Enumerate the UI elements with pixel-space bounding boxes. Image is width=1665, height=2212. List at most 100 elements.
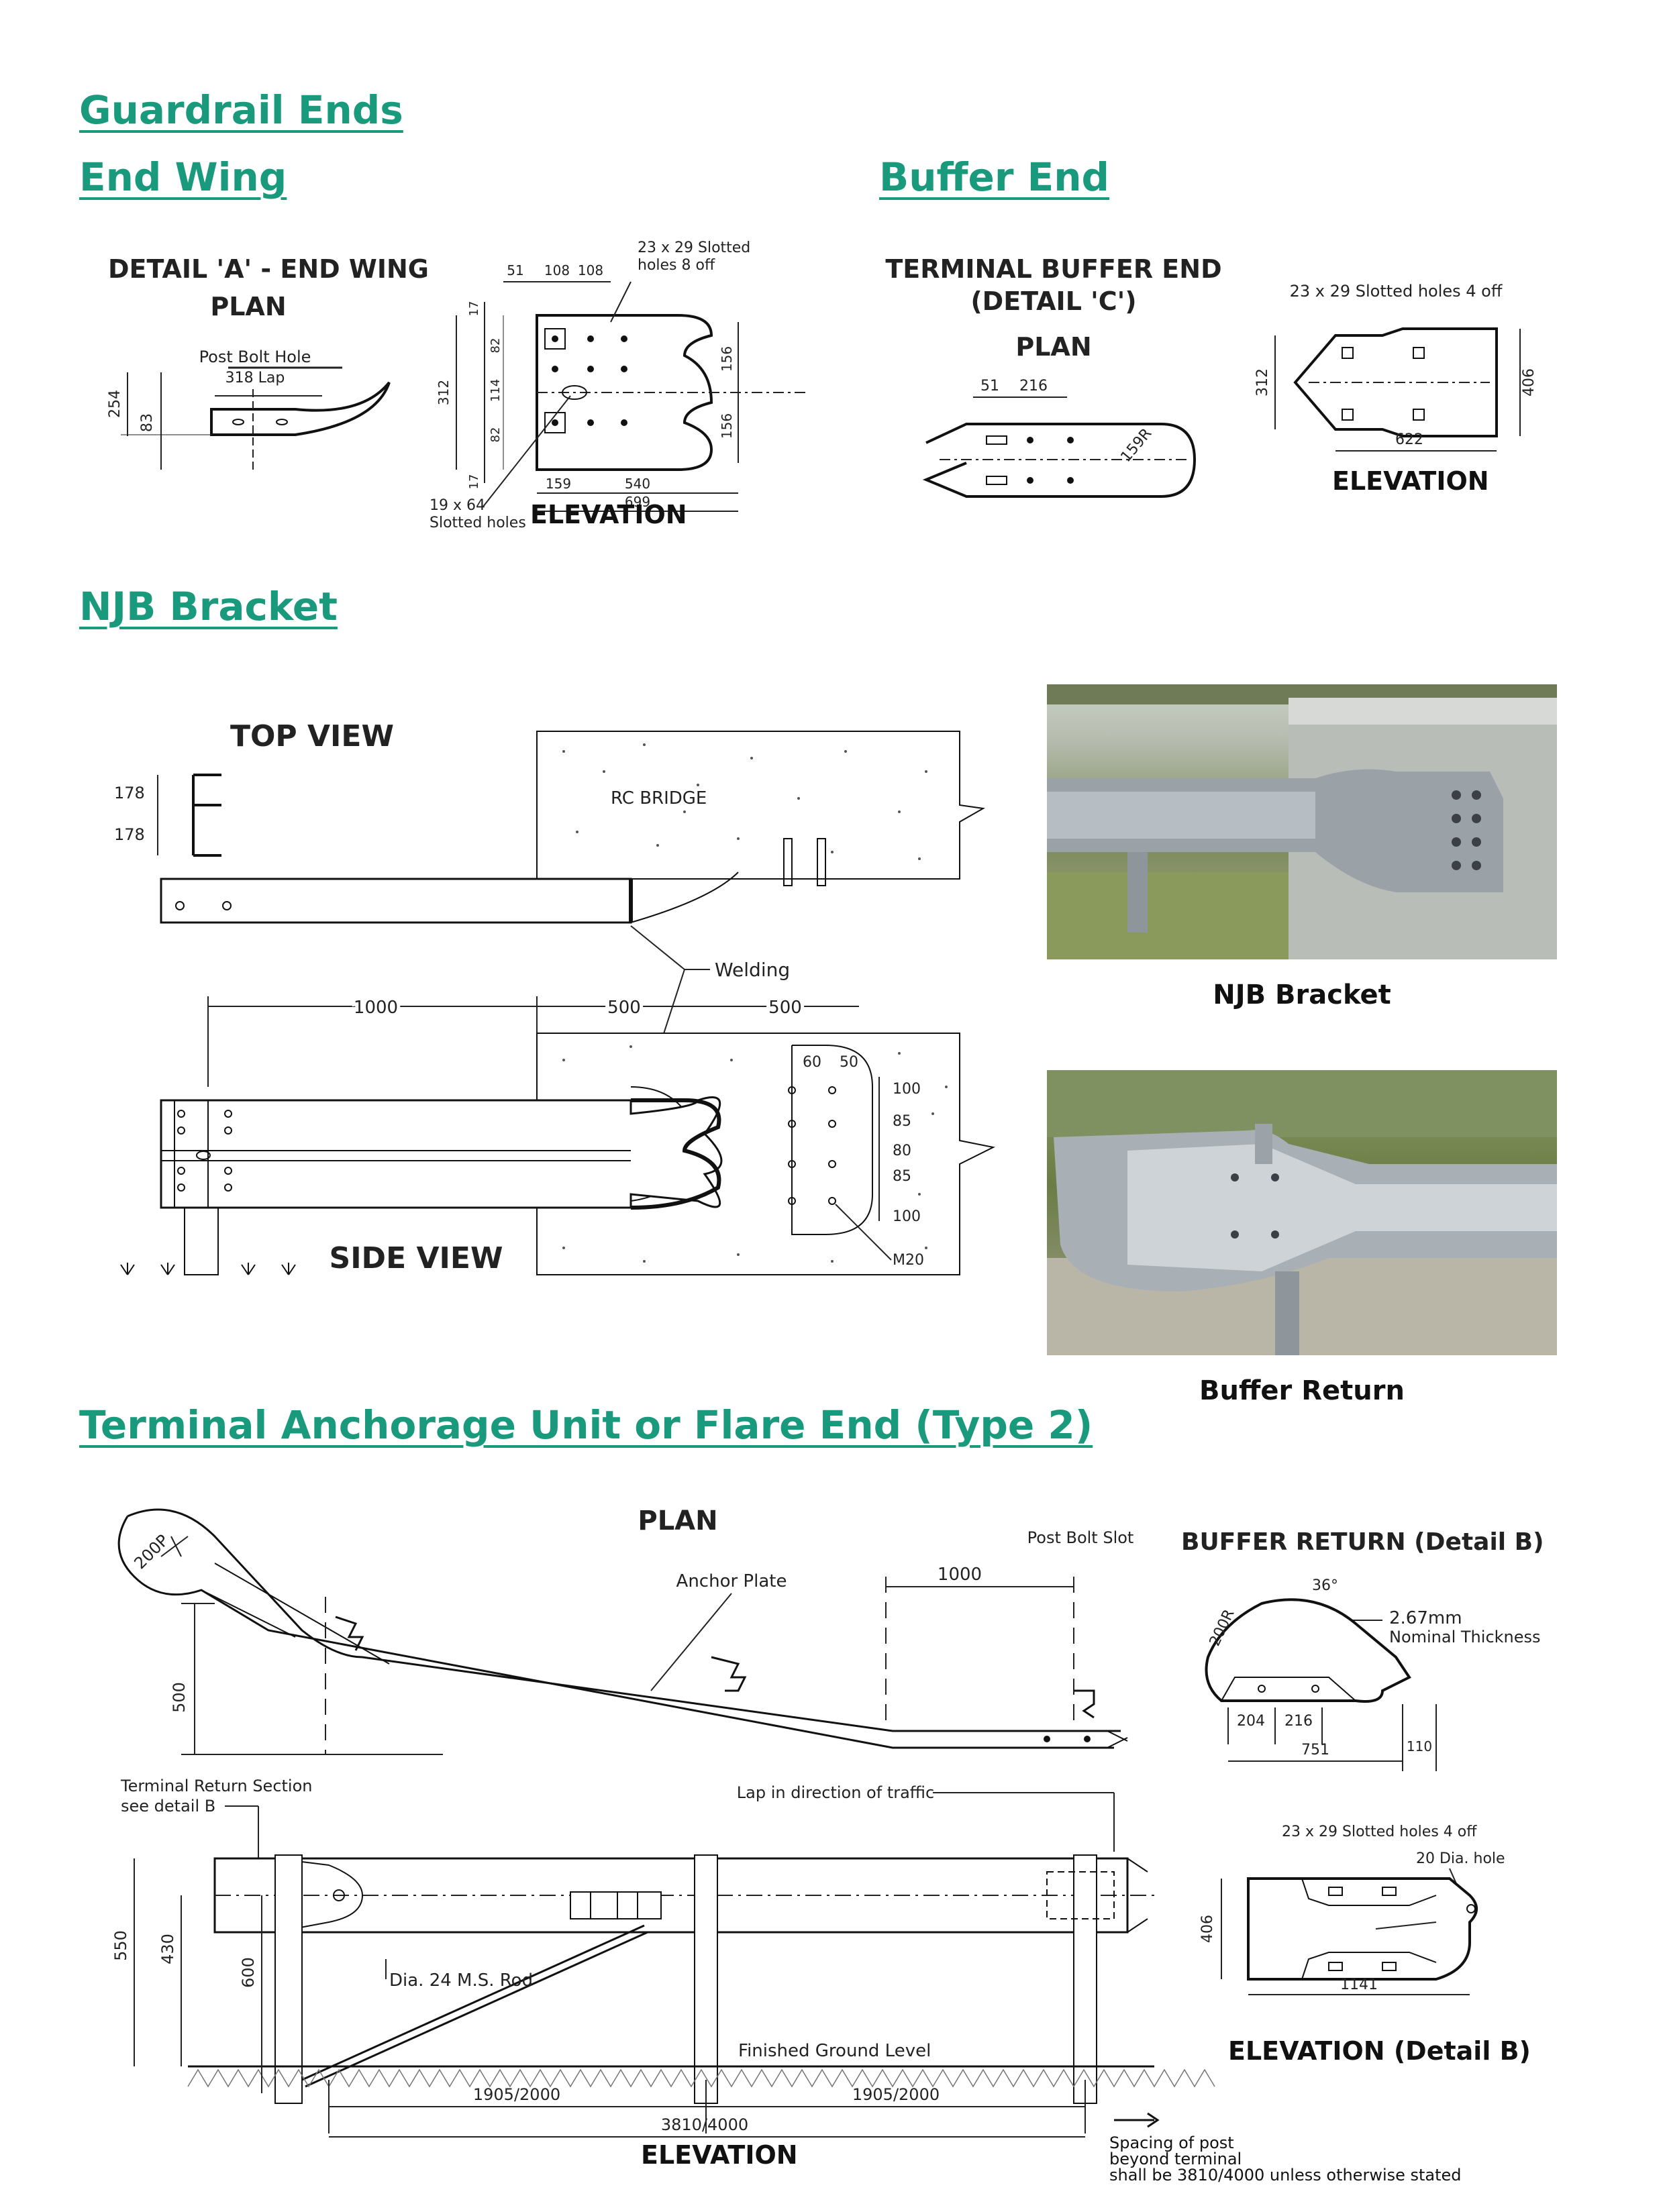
- terminal-dim-430: 430: [158, 1934, 177, 1964]
- end-wing-slot19-2: Slotted holes: [430, 515, 526, 531]
- njb-dim-100a: 100: [893, 1081, 921, 1098]
- end-wing-dim-82a: 82: [489, 338, 503, 354]
- dim-254: 254: [107, 390, 123, 418]
- heading-buffer-end: Buffer End: [879, 154, 1110, 200]
- buffer-return-elevation-label: ELEVATION (Detail B): [1228, 2036, 1531, 2066]
- buffer-return-dim-204: 204: [1237, 1713, 1265, 1730]
- buffer-end-dim-622: 622: [1395, 431, 1423, 448]
- end-wing-dim-156a: 156: [719, 346, 735, 372]
- end-wing-dim-82b: 82: [489, 427, 503, 443]
- buffer-return-dim-216: 216: [1284, 1713, 1313, 1730]
- njb-dim-100b: 100: [893, 1208, 921, 1225]
- buffer-end-dim-51: 51: [980, 378, 999, 394]
- dim-83: 83: [139, 413, 156, 432]
- end-wing-dim-156b: 156: [719, 413, 735, 439]
- buffer-return-dim-110: 110: [1407, 1738, 1432, 1754]
- lap-318-label: 318 Lap: [225, 370, 285, 386]
- buffer-end-title-1: TERMINAL BUFFER END: [885, 254, 1221, 284]
- buffer-return-photo: [1047, 1070, 1557, 1355]
- end-wing-dim-108b: 108: [578, 262, 603, 278]
- terminal-dim-1905a: 1905/2000: [473, 2085, 560, 2104]
- terminal-dim-600: 600: [239, 1957, 258, 1988]
- heading-njb-bracket: NJB Bracket: [79, 584, 338, 629]
- end-wing-dim-108a: 108: [544, 262, 570, 278]
- buffer-return-title: BUFFER RETURN (Detail B): [1181, 1528, 1544, 1556]
- terminal-ground-label: Finished Ground Level: [738, 2041, 931, 2061]
- terminal-dim-1905b: 1905/2000: [852, 2085, 940, 2104]
- terminal-spacing-note-1: Spacing of post: [1109, 2134, 1234, 2152]
- njb-dim-80: 80: [893, 1143, 911, 1159]
- njb-dim-85b: 85: [893, 1168, 911, 1185]
- buffer-end-plan-drawing: TERMINAL BUFFER END (DETAIL 'C') PLAN 51…: [885, 254, 1222, 498]
- end-wing-dim-17b: 17: [467, 474, 481, 490]
- buffer-end-slotted: 23 x 29 Slotted holes 4 off: [1290, 282, 1503, 301]
- njb-dim-60: 60: [803, 1054, 821, 1071]
- terminal-elevation-label: ELEVATION: [641, 2140, 798, 2170]
- njb-bracket-drawing: TOP VIEW RC BRIDGE 178 178 Welding 1000 …: [114, 719, 996, 1275]
- terminal-dim-1000: 1000: [938, 1565, 982, 1585]
- heading-end-wing: End Wing: [79, 154, 287, 200]
- njb-dim-500b: 500: [768, 998, 802, 1018]
- end-wing-slotted-label-2: holes 8 off: [638, 257, 715, 274]
- njb-dim-1000: 1000: [354, 998, 398, 1018]
- end-wing-slotted-label-1: 23 x 29 Slotted: [638, 240, 750, 256]
- terminal-radius-200p: 200P: [130, 1531, 172, 1573]
- terminal-dim-500: 500: [170, 1682, 189, 1713]
- end-wing-slot19-1: 19 x 64: [430, 497, 485, 514]
- end-wing-dim-312: 312: [436, 380, 452, 405]
- buffer-return-dim-751: 751: [1301, 1742, 1329, 1758]
- buffer-return-photo-caption: Buffer Return: [1199, 1375, 1405, 1406]
- buffer-return-dim-406: 406: [1199, 1915, 1216, 1943]
- njb-top-view-label: TOP VIEW: [230, 719, 394, 753]
- buffer-return-thickness-2: Nominal Thickness: [1389, 1628, 1541, 1646]
- terminal-return-section-2: see detail B: [121, 1797, 215, 1815]
- terminal-plan-label: PLAN: [638, 1506, 717, 1536]
- terminal-spacing-note-2: beyond terminal: [1109, 2150, 1242, 2168]
- end-wing-plan-label: PLAN: [210, 292, 286, 321]
- end-wing-dim-114: 114: [489, 379, 503, 402]
- heading-terminal-anchorage: Terminal Anchorage Unit or Flare End (Ty…: [79, 1402, 1093, 1448]
- buffer-return-elevation-drawing: 23 x 29 Slotted holes 4 off 20 Dia. hole…: [1199, 1824, 1505, 1995]
- end-wing-elevation-drawing: 23 x 29 Slotted holes 8 off 51 108 108 3…: [430, 240, 805, 531]
- terminal-elevation-drawing: Terminal Return Section see detail B Lap…: [111, 1777, 1215, 2138]
- buffer-return-hole: 20 Dia. hole: [1416, 1850, 1505, 1867]
- end-wing-detail-title: DETAIL 'A' - END WING: [108, 254, 429, 284]
- buffer-end-dim-406: 406: [1521, 368, 1537, 397]
- njb-dim-85a: 85: [893, 1113, 911, 1130]
- terminal-rod-label: Dia. 24 M.S. Rod: [389, 1970, 533, 1991]
- njb-side-view-label: SIDE VIEW: [330, 1241, 503, 1275]
- njb-photo-caption: NJB Bracket: [1213, 980, 1391, 1010]
- terminal-post-bolt-slot: Post Bolt Slot: [1027, 1528, 1134, 1547]
- terminal-return-section-1: Terminal Return Section: [120, 1777, 313, 1795]
- buffer-return-thickness-1: 2.67mm: [1389, 1608, 1462, 1628]
- njb-dim-50: 50: [840, 1054, 858, 1071]
- buffer-end-elevation-drawing: 23 x 29 Slotted holes 4 off 312 406 622: [1254, 282, 1537, 452]
- end-wing-dim-699: 699: [625, 494, 650, 510]
- njb-dim-500a: 500: [607, 998, 641, 1018]
- terminal-dim-550: 550: [111, 1930, 130, 1961]
- buffer-return-angle: 36°: [1312, 1577, 1338, 1594]
- end-wing-plan-drawing: DETAIL 'A' - END WING PLAN Post Bolt Hol…: [107, 254, 429, 470]
- end-wing-dim-17a: 17: [467, 301, 481, 317]
- buffer-end-dim-312: 312: [1254, 368, 1271, 397]
- terminal-plan-drawing: PLAN Post Bolt Slot Anchor Plate 1000 20…: [117, 1506, 1134, 1755]
- end-wing-dim-51: 51: [507, 262, 523, 278]
- njb-welding-label: Welding: [715, 959, 790, 981]
- buffer-end-title-2: (DETAIL 'C'): [970, 286, 1136, 316]
- buffer-end-plan-label: PLAN: [1015, 332, 1091, 362]
- njb-m20-label: M20: [893, 1252, 924, 1269]
- terminal-lap-direction: Lap in direction of traffic: [737, 1783, 934, 1802]
- njb-rc-bridge-label: RC BRIDGE: [611, 788, 707, 808]
- end-wing-elevation-label: ELEVATION: [530, 500, 687, 529]
- end-wing-dim-540: 540: [625, 476, 650, 492]
- terminal-spacing-note-3: shall be 3810/4000 unless otherwise stat…: [1109, 2166, 1462, 2184]
- buffer-return-plan-drawing: BUFFER RETURN (Detail B) 36° 2.67mm Nomi…: [1181, 1528, 1544, 1771]
- njb-dim-178a: 178: [114, 784, 145, 802]
- post-bolt-hole-label: Post Bolt Hole: [199, 348, 311, 366]
- heading-guardrail-ends: Guardrail Ends: [79, 87, 403, 133]
- njb-bracket-photo: [1047, 684, 1557, 959]
- buffer-end-elevation-label: ELEVATION: [1332, 466, 1489, 496]
- terminal-anchor-plate: Anchor Plate: [676, 1571, 787, 1591]
- end-wing-dim-159: 159: [546, 476, 571, 492]
- buffer-return-slotted: 23 x 29 Slotted holes 4 off: [1282, 1824, 1477, 1840]
